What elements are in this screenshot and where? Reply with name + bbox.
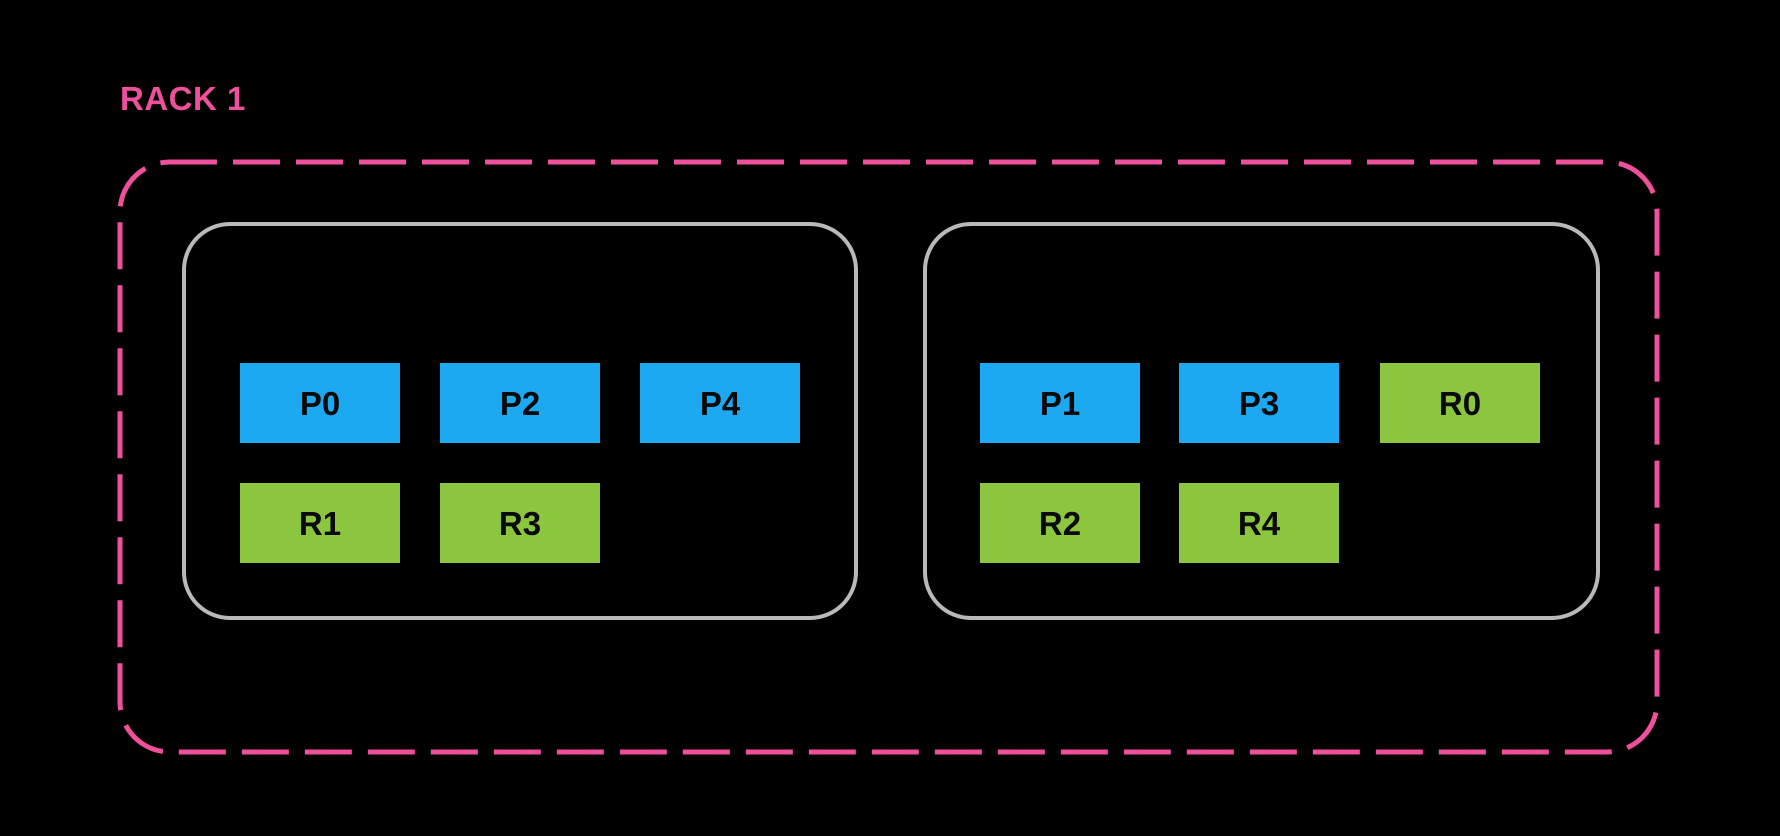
host-container-0: P0 P2 P4 R1 R3	[182, 222, 858, 620]
box-p4: P4	[640, 363, 800, 443]
box-r2: R2	[980, 483, 1140, 563]
box-r4: R4	[1179, 483, 1339, 563]
box-p2: P2	[440, 363, 600, 443]
box-p1: P1	[980, 363, 1140, 443]
box-r1: R1	[240, 483, 400, 563]
box-r0: R0	[1380, 363, 1540, 443]
host-container-1: P1 P3 R0 R2 R4	[923, 222, 1600, 620]
box-r3: R3	[440, 483, 600, 563]
box-p3: P3	[1179, 363, 1339, 443]
rack-title: RACK 1	[120, 80, 246, 117]
box-p0: P0	[240, 363, 400, 443]
